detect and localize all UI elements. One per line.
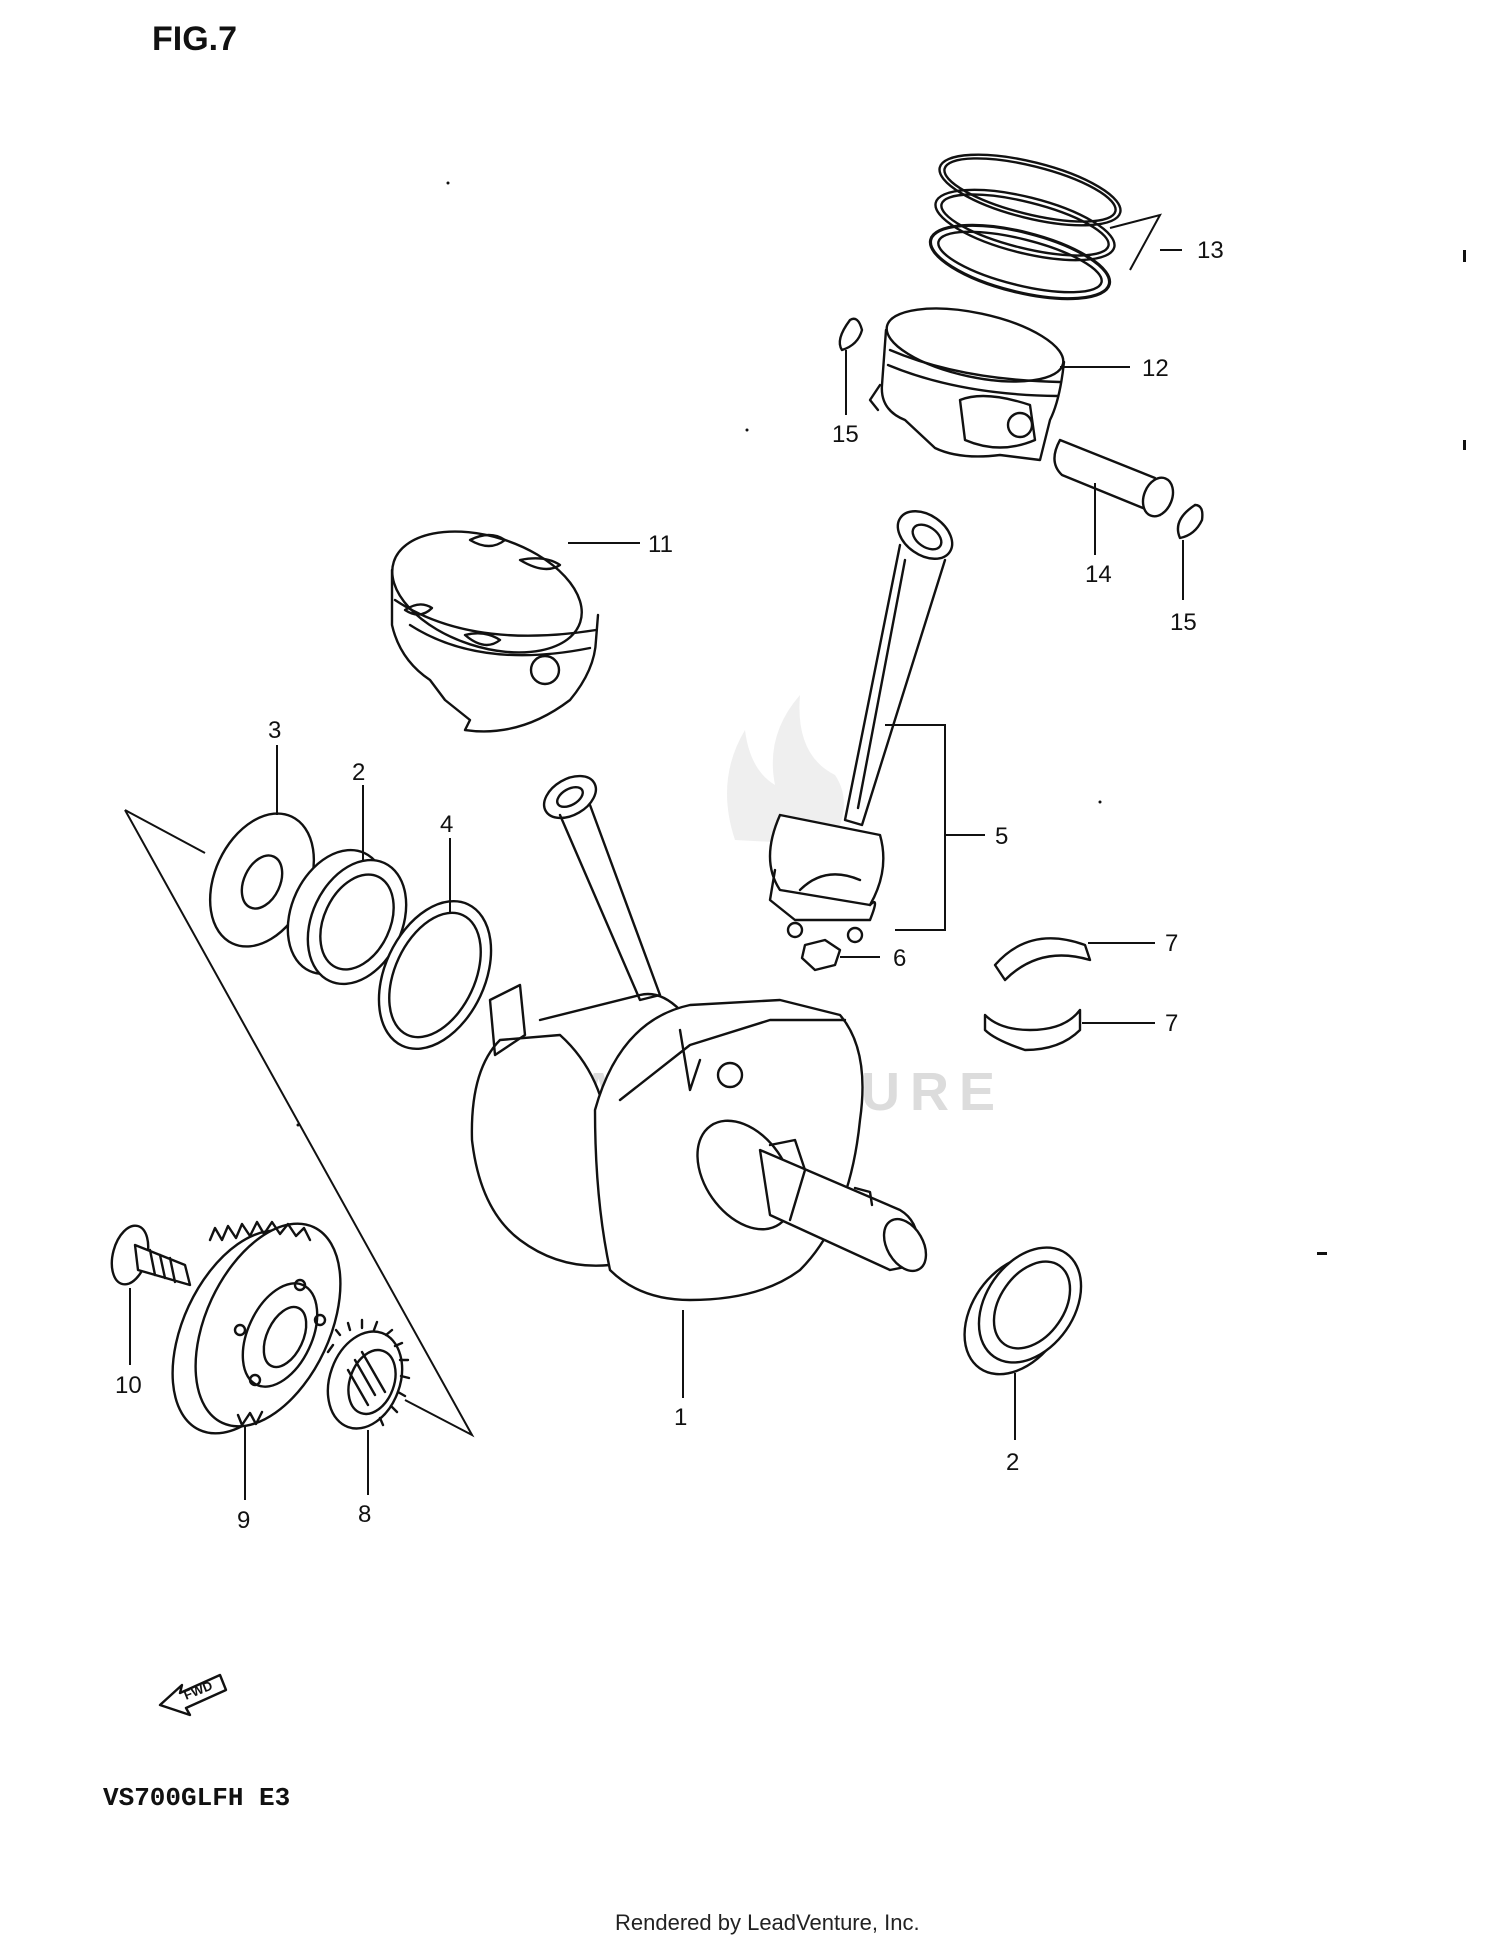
callout-15a: 15 bbox=[832, 421, 859, 448]
callout-7b: 7 bbox=[1165, 1010, 1178, 1037]
callout-2b: 2 bbox=[1006, 1449, 1019, 1476]
connecting-rod-assembly bbox=[768, 510, 954, 944]
watermark-logo bbox=[727, 695, 844, 845]
figure-title: FIG.7 bbox=[152, 20, 237, 58]
callout-2a: 2 bbox=[352, 759, 365, 786]
thrust-washer bbox=[208, 812, 316, 948]
callout-14: 14 bbox=[1085, 561, 1112, 588]
callout-13: 13 bbox=[1197, 237, 1224, 264]
callout-11: 11 bbox=[648, 531, 673, 558]
crank-bearing-right bbox=[963, 1246, 1083, 1376]
callout-7a: 7 bbox=[1165, 930, 1178, 957]
primary-drive-gear bbox=[171, 1220, 342, 1435]
thrust-bearing bbox=[377, 900, 493, 1050]
callout-3: 3 bbox=[268, 717, 281, 744]
piston-lower bbox=[390, 530, 600, 733]
assembly-bracket-line bbox=[124, 809, 206, 854]
callout-8: 8 bbox=[358, 1501, 371, 1528]
model-code: VS700GLFH E3 bbox=[103, 1783, 290, 1813]
piston-pin-circlip-upper bbox=[838, 317, 864, 352]
callout-9: 9 bbox=[237, 1507, 250, 1534]
callout-4: 4 bbox=[440, 811, 453, 838]
con-rod-bearings bbox=[983, 937, 1092, 1052]
callout-12: 12 bbox=[1142, 355, 1169, 382]
gear-bolt bbox=[110, 1224, 192, 1287]
piston-upper bbox=[868, 307, 1066, 462]
callout-1: 1 bbox=[674, 1404, 687, 1431]
callout-15b: 15 bbox=[1170, 609, 1197, 636]
piston-pin bbox=[1053, 438, 1175, 518]
footer-credit: Rendered by LeadVenture, Inc. bbox=[615, 1910, 920, 1935]
con-rod-nut bbox=[800, 938, 842, 972]
scan-marks bbox=[296, 181, 1466, 1255]
spur-gear bbox=[326, 1318, 411, 1430]
piston-rings bbox=[928, 153, 1122, 301]
piston-pin-circlip-lower bbox=[1176, 503, 1204, 540]
crank-bearing-left bbox=[286, 848, 408, 986]
callout-10: 10 bbox=[115, 1372, 142, 1399]
leader-13 bbox=[1109, 213, 1162, 271]
callout-5: 5 bbox=[995, 823, 1008, 850]
callout-6: 6 bbox=[893, 945, 906, 972]
fwd-arrow-icon: FWD bbox=[158, 1673, 228, 1717]
crankshaft bbox=[470, 774, 928, 1302]
